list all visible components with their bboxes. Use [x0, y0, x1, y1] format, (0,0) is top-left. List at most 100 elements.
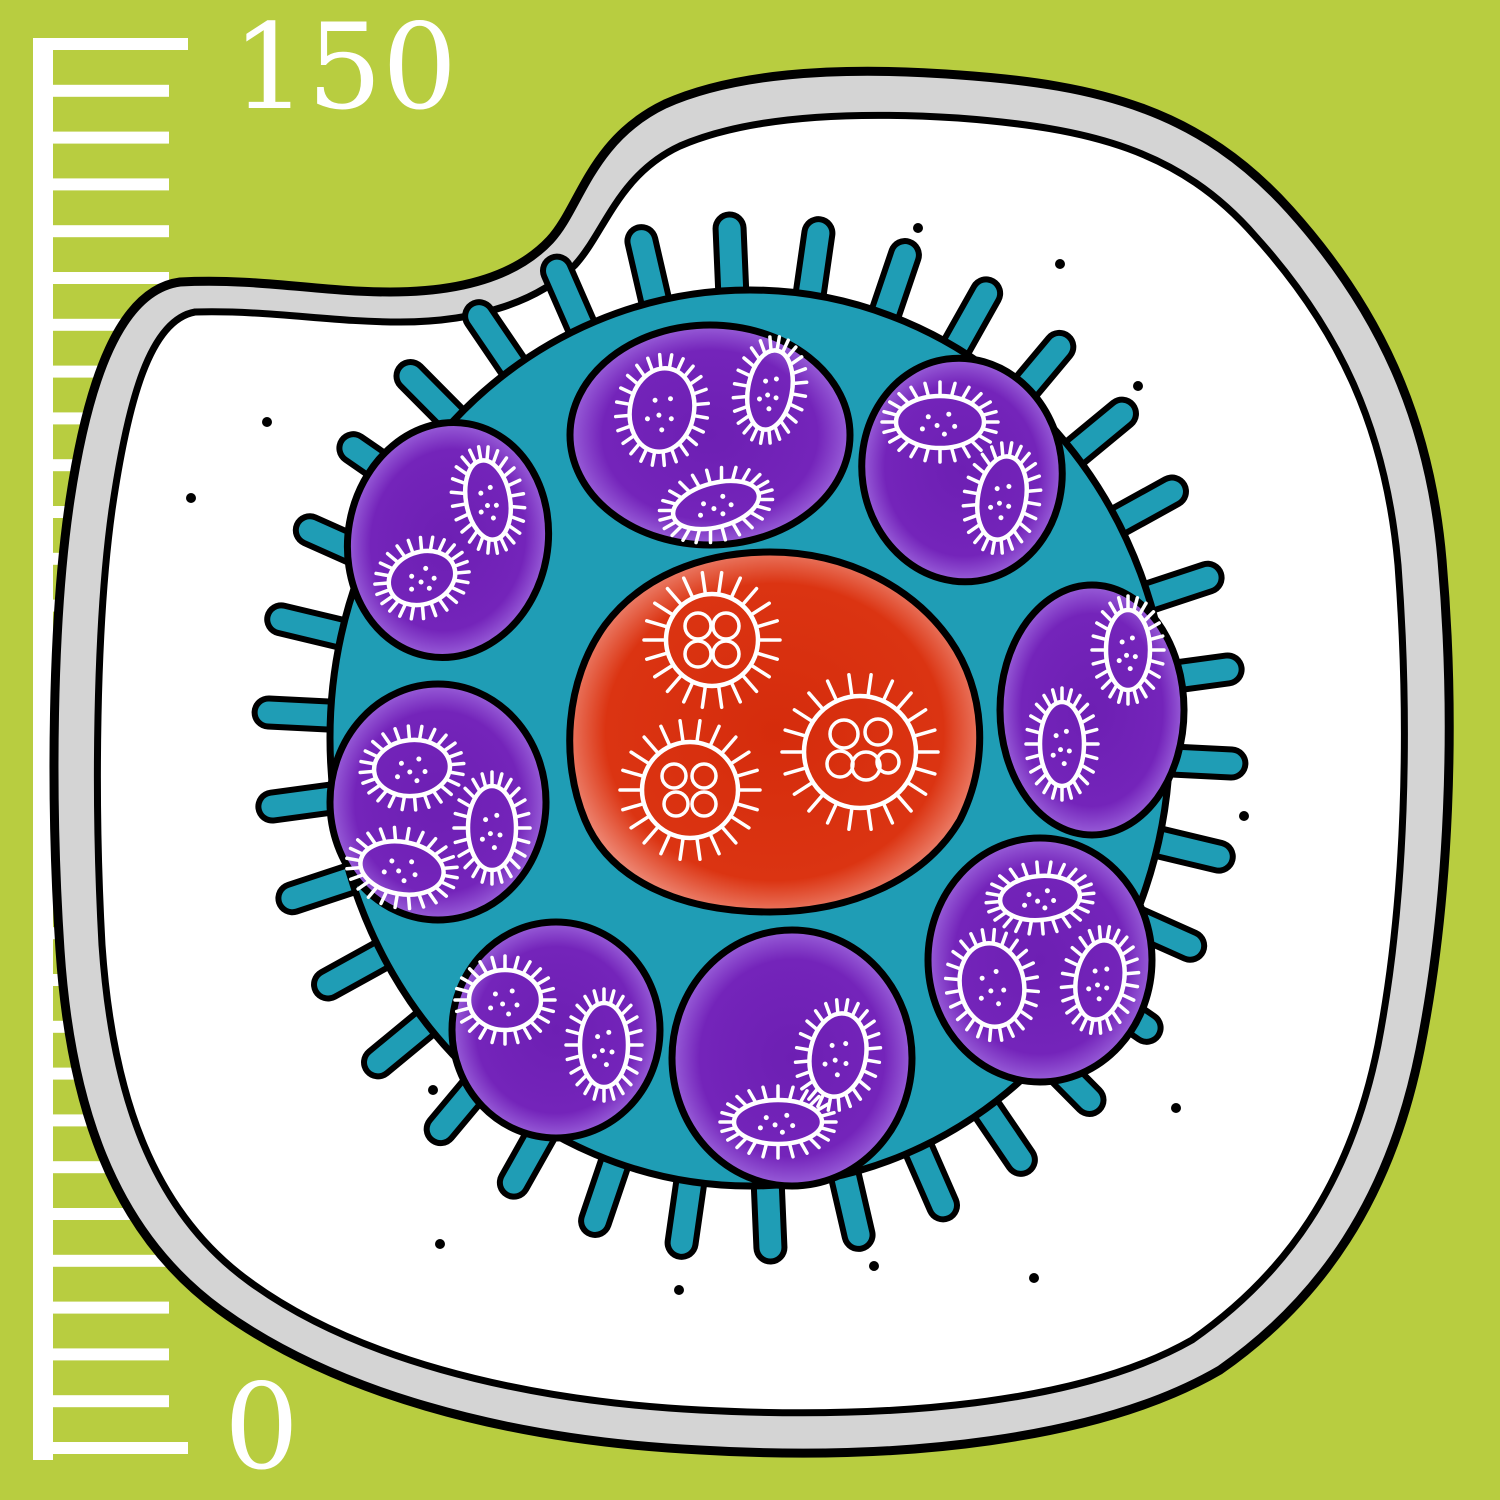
cilium — [761, 1141, 769, 1159]
organism-dot — [414, 778, 420, 784]
cilium — [1119, 992, 1136, 1002]
cilium — [708, 724, 721, 749]
cilium — [905, 780, 928, 796]
cilium — [406, 892, 412, 911]
spore-inclusion — [662, 790, 690, 818]
organism-dot — [720, 493, 726, 499]
cilium — [905, 708, 928, 724]
cilium — [490, 1027, 498, 1045]
cilium — [452, 559, 469, 569]
cilium — [512, 955, 520, 973]
organism-dot — [822, 1061, 828, 1067]
cilium — [385, 551, 401, 565]
organism-membrane — [627, 366, 697, 454]
organism-dot — [773, 395, 779, 401]
cilium — [734, 801, 759, 812]
cilium — [658, 514, 676, 522]
cilium — [379, 889, 389, 906]
cilium — [528, 1019, 543, 1033]
organism-membrane — [1037, 699, 1087, 789]
cilium — [800, 1079, 816, 1091]
organism-dot — [1092, 968, 1098, 974]
organism-membrane — [957, 941, 1027, 1029]
cilium — [513, 811, 531, 819]
organism-dot — [416, 756, 422, 762]
speck-dot — [869, 1261, 879, 1271]
cilium — [450, 502, 469, 509]
microorganism-icon — [780, 673, 940, 831]
organism-dot — [487, 831, 493, 837]
cilium — [881, 679, 895, 703]
organism-dot — [500, 1001, 506, 1007]
scale-top-label: 150 — [232, 0, 458, 136]
cilium — [1025, 753, 1043, 761]
speck-dot — [435, 1239, 445, 1249]
cilium — [1021, 862, 1030, 880]
cilium — [850, 1085, 863, 1101]
microorganism-icon — [880, 380, 1000, 464]
speck-dots — [186, 223, 1249, 1295]
organism-dot — [1061, 761, 1067, 767]
organism-dot — [1050, 752, 1056, 758]
cilium — [449, 490, 468, 496]
cilium — [449, 585, 466, 595]
cilium — [375, 587, 392, 597]
cilium — [1011, 528, 1024, 544]
cilium — [984, 899, 1002, 905]
organism-dot — [934, 422, 940, 428]
cilium — [621, 801, 646, 812]
vacuole-body — [566, 321, 854, 549]
cilium — [358, 769, 376, 775]
cilium — [847, 673, 854, 699]
cilium — [565, 1054, 583, 1062]
organism-dot — [479, 836, 485, 842]
organism-dot — [389, 858, 395, 864]
cilium — [860, 1068, 878, 1079]
organism-dot — [595, 1034, 601, 1040]
cilium — [866, 673, 873, 699]
cilium — [621, 433, 637, 446]
organism-dot — [506, 1011, 512, 1017]
organism-dot — [1127, 666, 1133, 672]
organism-dot — [659, 427, 665, 433]
ruler-tick — [33, 225, 169, 238]
organism-dot — [919, 426, 925, 432]
cilium — [417, 724, 424, 742]
cilium — [1024, 488, 1043, 494]
organism-dot — [834, 1072, 840, 1078]
organism-dot — [998, 515, 1004, 521]
cilium — [700, 683, 708, 710]
cilium — [619, 1072, 633, 1087]
vacuole-body — [858, 354, 1066, 586]
vacuole-icon — [924, 834, 1156, 1086]
cilium — [629, 814, 652, 830]
scale-bottom-label: 0 — [224, 1358, 300, 1496]
organism-dot — [431, 575, 437, 581]
microorganism-icon — [452, 770, 532, 886]
cilium — [789, 392, 808, 399]
organism-dot — [1129, 635, 1135, 641]
cilium — [787, 402, 804, 412]
microorganism-icon — [345, 825, 459, 911]
organism-dot — [1119, 639, 1125, 645]
speck-dot — [1239, 811, 1249, 821]
microorganism-icon — [731, 335, 809, 445]
cilium — [704, 468, 713, 486]
organism-dot — [988, 504, 994, 510]
organism-dot — [494, 812, 500, 818]
cilium — [843, 998, 850, 1016]
cilium — [798, 1031, 816, 1042]
organism-dot — [994, 486, 1000, 492]
organism-dot — [1116, 658, 1122, 664]
organism-dot — [656, 412, 662, 418]
cilium — [1078, 935, 1090, 951]
cilium — [897, 438, 911, 453]
cilium — [894, 691, 913, 712]
microorganism-icon — [984, 860, 1096, 936]
vacuole-icon — [996, 581, 1188, 839]
cilium — [508, 504, 527, 510]
cilium — [864, 1046, 883, 1051]
cilium — [783, 728, 809, 738]
spore-inclusion — [828, 718, 860, 750]
ruler-tick — [33, 1301, 169, 1314]
